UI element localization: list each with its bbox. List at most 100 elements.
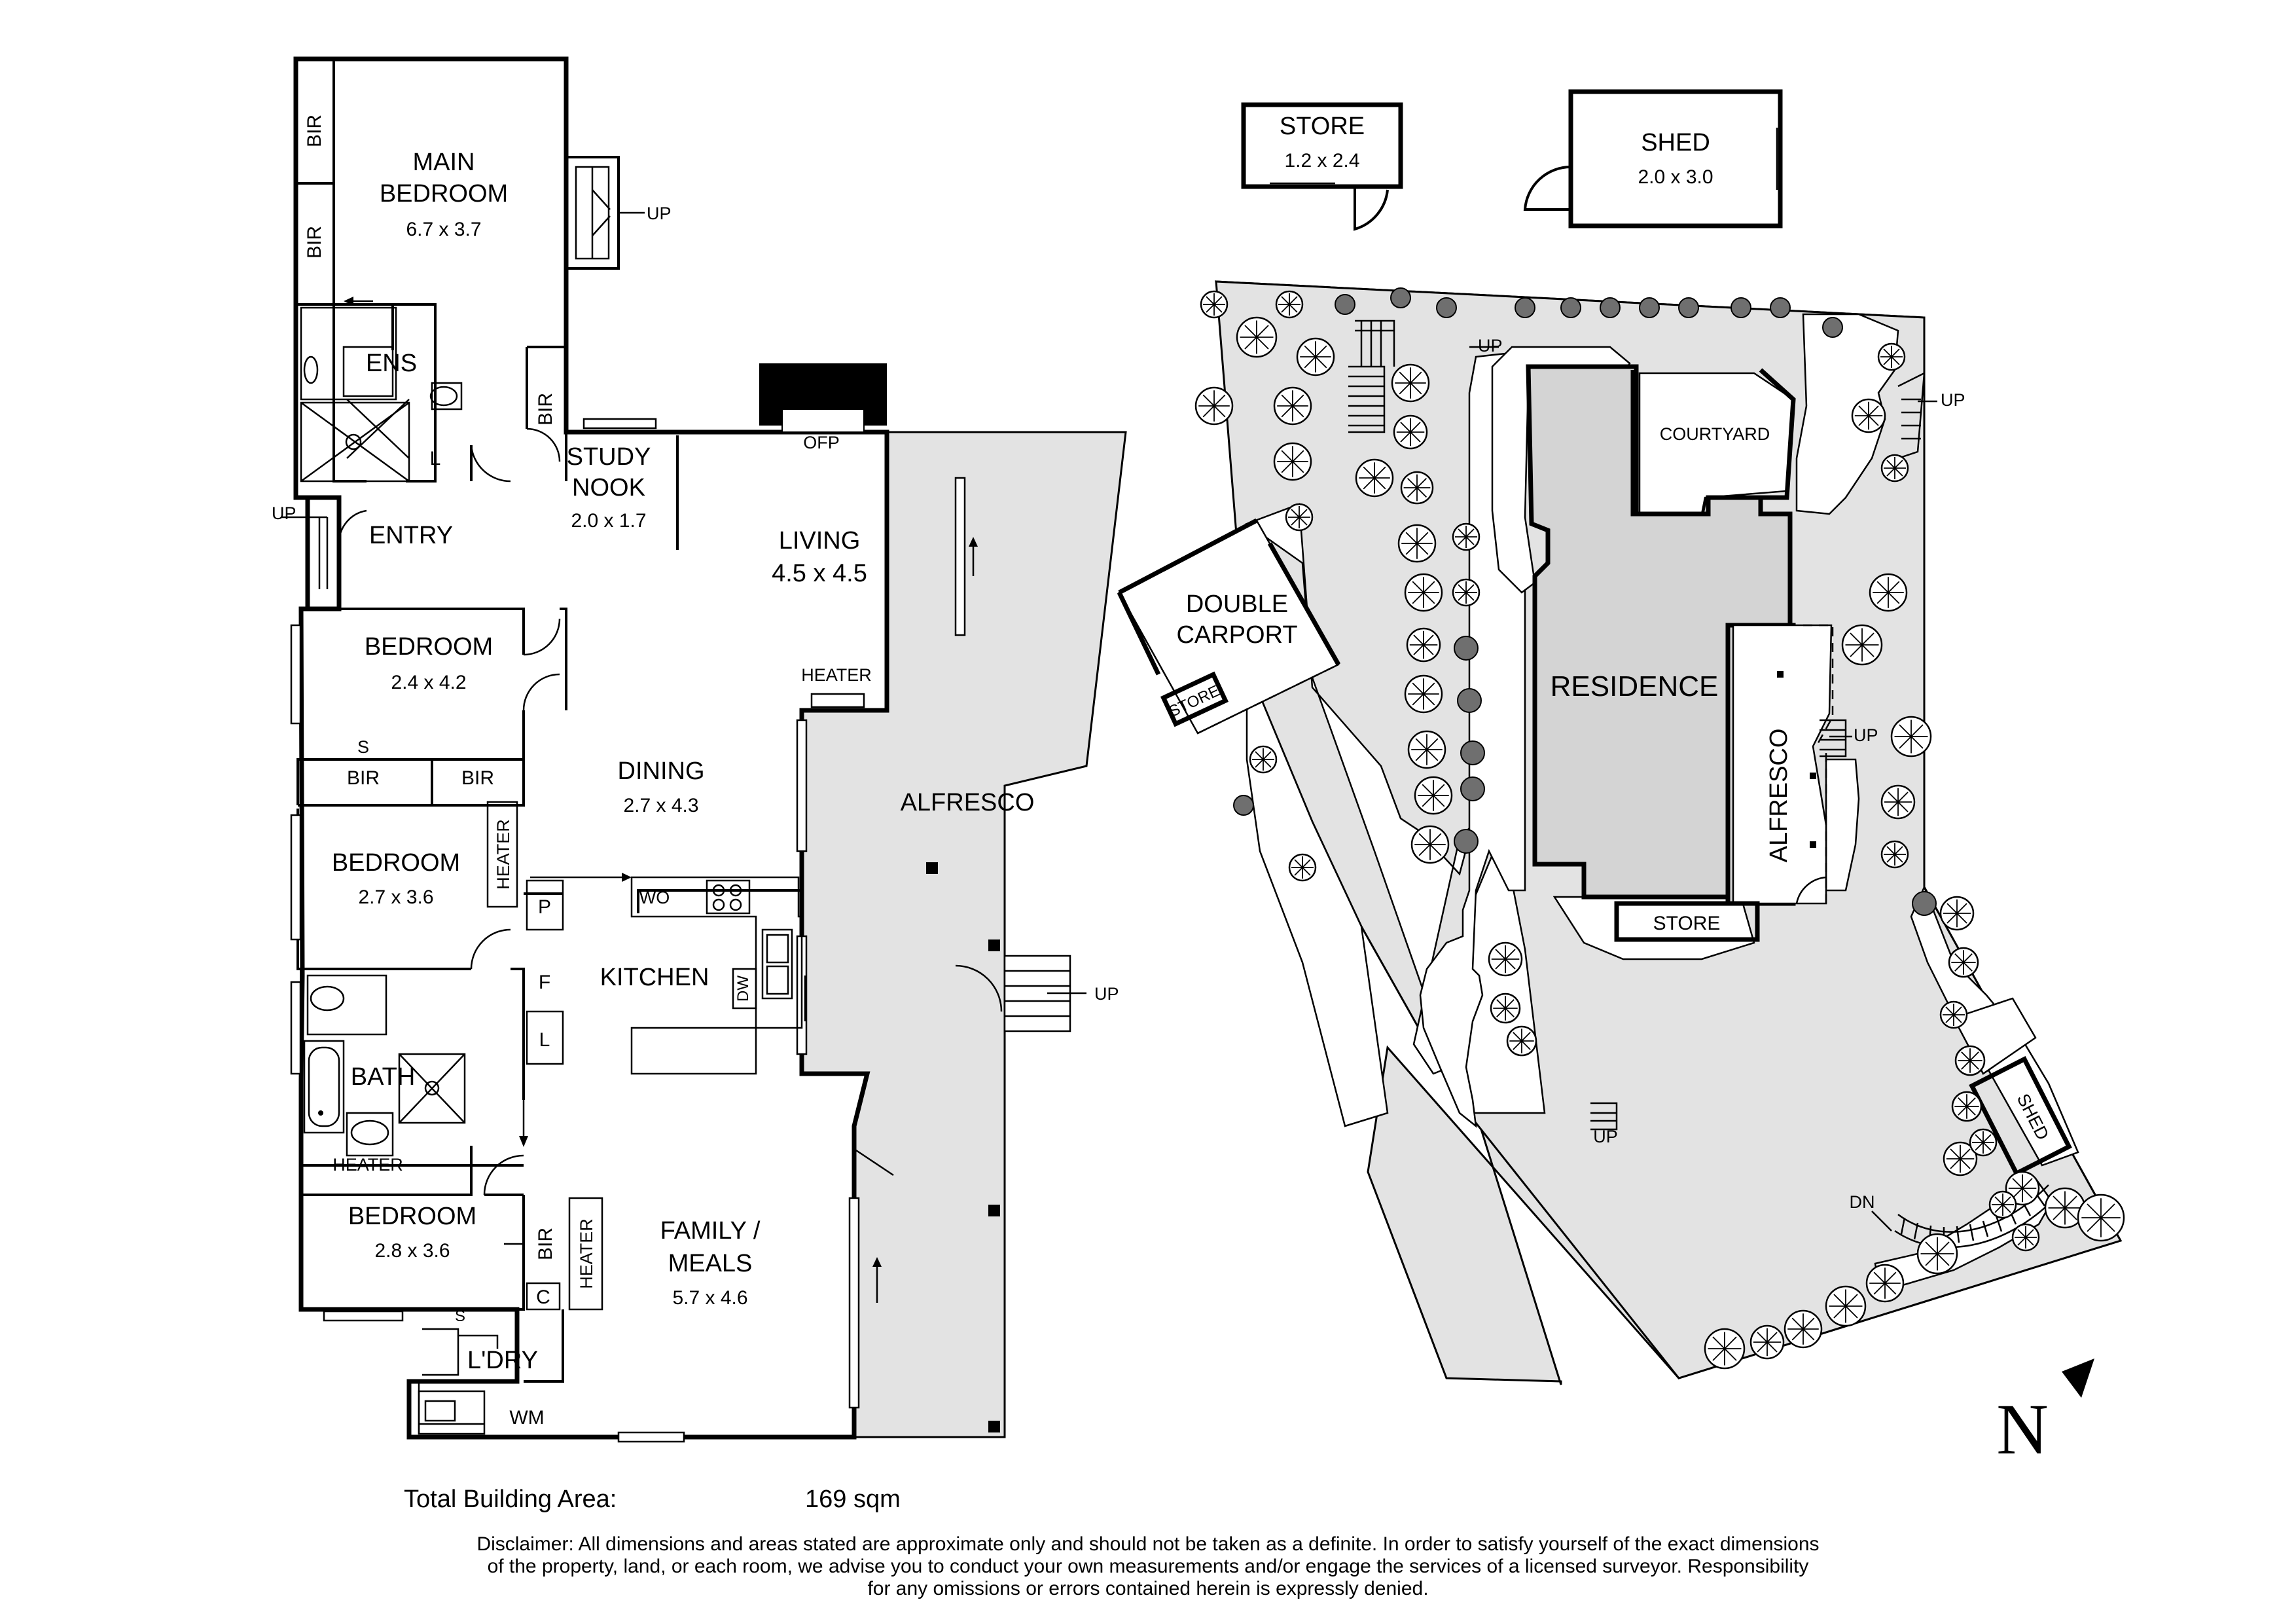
tree-icon [1249, 745, 1278, 774]
tree-icon [1296, 337, 1335, 376]
store-label: STORE [1280, 113, 1365, 140]
tree-icon [1877, 342, 1906, 371]
up-label: UP [1941, 390, 1965, 410]
kitchen-fixtures [630, 876, 803, 1075]
tree-icon [1851, 398, 1886, 433]
heater-panel [568, 1197, 603, 1311]
carport-store [1160, 671, 1229, 727]
living-label: LIVING [779, 527, 861, 555]
bath-label: BATH [351, 1063, 416, 1091]
tree-icon [2005, 1171, 2040, 1206]
heater-label: HEATER [577, 1218, 596, 1289]
study-nook-dims: 2.0 x 1.7 [571, 510, 646, 532]
bedroom-2-label: BEDROOM [365, 633, 493, 661]
footer: Total Building Area: 169 sqm Disclaimer:… [404, 1486, 1820, 1599]
store-building [1241, 102, 1403, 189]
tree-icon [1506, 1025, 1537, 1057]
bathroom-fixtures [303, 974, 466, 1157]
heater-label: HEATER [332, 1155, 403, 1175]
tree-icon [1407, 730, 1446, 769]
up-label: UP [1854, 725, 1878, 745]
study-nook-label: STUDY [567, 443, 651, 471]
tree-icon [1460, 776, 1485, 801]
dishwasher-label: DW [734, 976, 752, 1002]
alfresco-steps [955, 955, 1086, 1032]
area-value: 169 sqm [805, 1486, 901, 1513]
heater-unit [810, 693, 865, 708]
cupboard [526, 1282, 561, 1311]
tree-icon [1600, 297, 1621, 318]
post-marker [988, 1421, 1000, 1432]
tree-icon [1951, 1091, 1982, 1122]
tree-icon [1749, 1324, 1785, 1360]
washing-machine-label: WM [509, 1407, 544, 1429]
courtyard-label: COURTYARD [1660, 424, 1770, 444]
ensuite-label: ENS [366, 350, 417, 377]
cupboard-label: C [536, 1286, 550, 1308]
main-bedroom-dims: 6.7 x 3.7 [406, 219, 481, 240]
tree-icon [1200, 290, 1229, 319]
entry-label: ENTRY [369, 522, 453, 549]
tree-icon [1560, 297, 1581, 318]
tree-icon [1452, 578, 1480, 607]
tree-icon [1954, 1045, 1986, 1076]
down-label: DN [1850, 1192, 1875, 1212]
tree-icon [1404, 674, 1443, 714]
tree-icon [1916, 1233, 1958, 1275]
tree-icon [1414, 776, 1453, 815]
shelf-label: S [357, 737, 369, 757]
floor-plan: MAIN BEDROOM 6.7 x 3.7 ENS STUDY NOOK 2.… [272, 56, 1127, 1443]
up-label: UP [1593, 1127, 1618, 1146]
tree-icon [1988, 1190, 2017, 1219]
site-alfresco-label: ALFRESCO [1765, 729, 1793, 863]
tree-icon [1488, 941, 1523, 977]
tree-icon [2011, 1223, 2040, 1252]
north-label: N [1996, 1389, 2048, 1469]
kitchen-label: KITCHEN [600, 964, 709, 991]
bedroom-4-dims: 2.8 x 3.6 [374, 1240, 450, 1262]
wood-oven-label: WO [639, 888, 670, 907]
tree-icon [1943, 1141, 1978, 1176]
ensuite-fixtures [300, 306, 463, 483]
tree-icon [1460, 740, 1485, 765]
tree-icon [1731, 297, 1751, 318]
area-label: Total Building Area: [404, 1486, 617, 1513]
trees [1194, 287, 2125, 1370]
tree-icon [1704, 1328, 1746, 1370]
disclaimer-line-3: for any omissions or errors contained he… [867, 1578, 1428, 1599]
tree-icon [1880, 840, 1909, 869]
tree-icon [1678, 297, 1699, 318]
tree-icon [1436, 297, 1457, 318]
floor-plan-labels: MAIN BEDROOM 6.7 x 3.7 ENS STUDY NOOK 2.… [272, 115, 1119, 1429]
bedroom-3-dims: 2.7 x 3.6 [358, 886, 433, 908]
doors [470, 428, 561, 1245]
main-bedroom-label: MAIN [413, 149, 475, 176]
fridge-label: F [539, 972, 550, 993]
tree-icon [1285, 503, 1314, 532]
linen-label: L [539, 1029, 550, 1051]
tree-icon [2077, 1194, 2125, 1242]
bir-label: BIR [347, 767, 380, 789]
residence-label: RESIDENCE [1551, 670, 1719, 702]
bir-label: BIR [535, 1228, 556, 1260]
bir-label: BIR [461, 767, 494, 789]
tree-icon [1454, 829, 1479, 854]
carport-label: DOUBLE [1186, 591, 1288, 618]
store-dims: 1.2 x 2.4 [1284, 150, 1359, 172]
shelf-label: S [455, 1307, 465, 1325]
shed-dims: 2.0 x 3.0 [1638, 166, 1713, 188]
disclaimer-line-2: of the property, land, or each room, we … [488, 1556, 1809, 1577]
tree-icon [1404, 573, 1443, 612]
tree-icon [1515, 297, 1535, 318]
tree-icon [1880, 454, 1909, 483]
study-nook-label: NOOK [572, 474, 645, 501]
carport-label: CARPORT [1176, 621, 1297, 649]
tree-icon [1275, 290, 1304, 319]
post-marker [926, 862, 938, 874]
ofp-label: OFP [803, 433, 840, 452]
laundry-fixtures [418, 1328, 499, 1435]
shed-building [1568, 89, 1783, 228]
living-dims: 4.5 x 4.5 [772, 560, 867, 587]
alfresco-label: ALFRESCO [901, 789, 1035, 816]
